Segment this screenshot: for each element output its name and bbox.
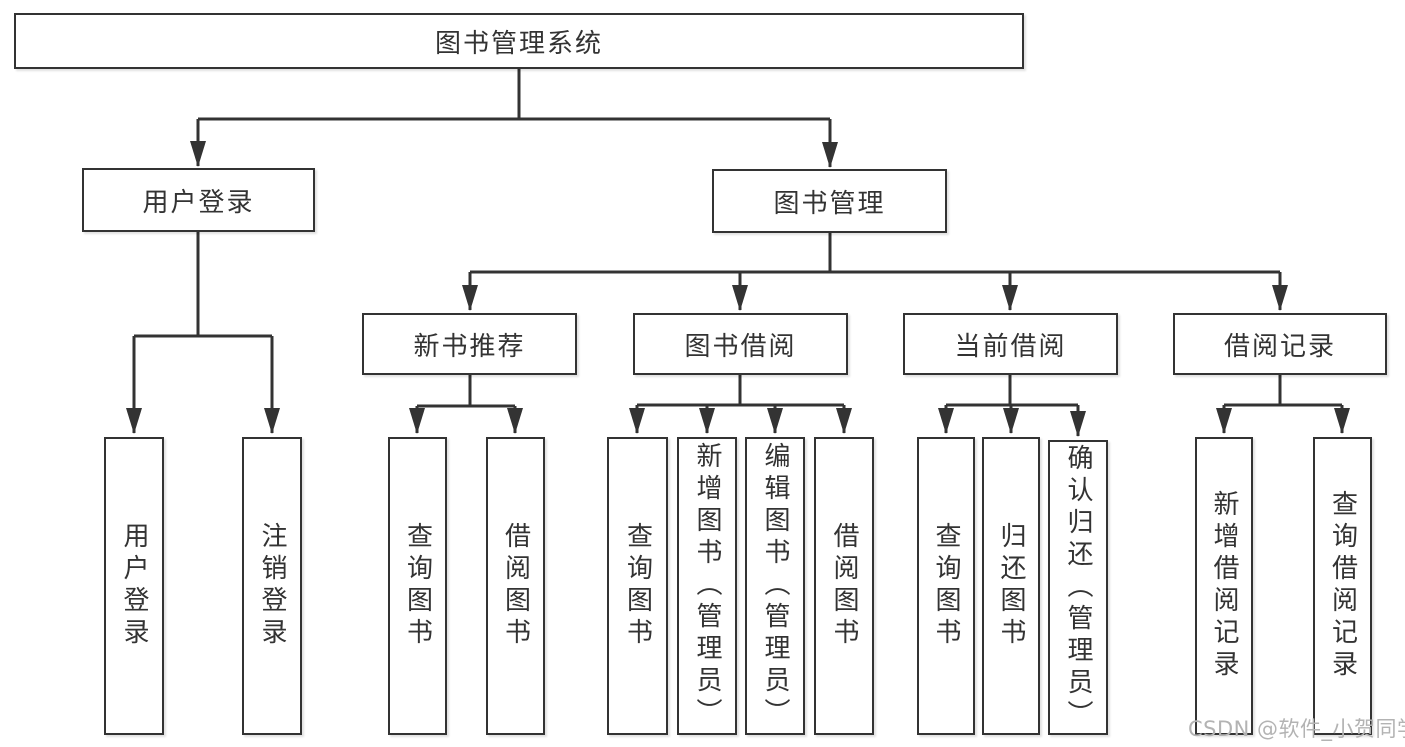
node-leaf-query-book-2: 查询图书 (607, 437, 668, 735)
node-borrow-record: 借阅记录 (1173, 313, 1387, 375)
node-leaf-query-borrow-record: 查询借阅记录 (1313, 437, 1372, 735)
node-leaf-add-book-admin: 新增图书（管理员） (677, 437, 737, 735)
node-leaf-user-login: 用户登录 (104, 437, 164, 735)
node-leaf-query-book-1: 查询图书 (388, 437, 447, 735)
node-leaf-borrow-book-1: 借阅图书 (486, 437, 545, 735)
node-leaf-return-book: 归还图书 (982, 437, 1040, 735)
node-current-borrow: 当前借阅 (903, 313, 1118, 375)
node-leaf-query-book-3: 查询图书 (917, 437, 975, 735)
csdn-watermark: CSDN @软件_小贺同学 (1188, 717, 1405, 741)
node-leaf-borrow-book-2: 借阅图书 (814, 437, 874, 735)
node-leaf-edit-book-admin: 编辑图书（管理员） (745, 437, 805, 735)
node-book-management: 图书管理 (712, 169, 947, 233)
node-root: 图书管理系统 (14, 13, 1024, 69)
node-leaf-logout: 注销登录 (242, 437, 302, 735)
node-new-book-recommend: 新书推荐 (362, 313, 577, 375)
node-user-login: 用户登录 (82, 168, 315, 232)
node-book-borrow: 图书借阅 (633, 313, 848, 375)
node-leaf-add-borrow-record: 新增借阅记录 (1195, 437, 1253, 735)
node-leaf-confirm-return-admin: 确认归还（管理员） (1048, 440, 1108, 735)
